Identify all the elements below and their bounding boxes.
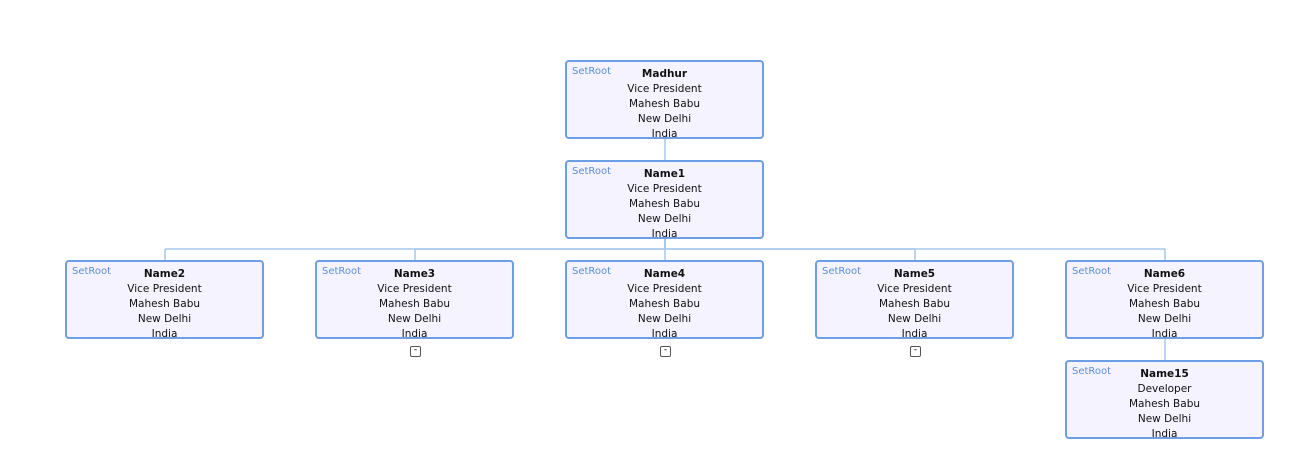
setroot-link[interactable]: SetRoot: [572, 166, 612, 177]
node-manager: Mahesh Babu: [128, 298, 201, 310]
node-country: India: [651, 228, 678, 240]
node-manager: Mahesh Babu: [628, 298, 701, 310]
node-name: Name2: [143, 268, 186, 280]
collapse-toggle-button[interactable]: -: [410, 346, 421, 357]
node-name: Name15: [1140, 368, 1189, 380]
setroot-link[interactable]: SetRoot: [322, 266, 362, 277]
node-country: India: [901, 328, 928, 340]
node-country: India: [1151, 428, 1178, 440]
node-city: New Delhi: [1137, 313, 1192, 325]
node-city: New Delhi: [637, 213, 692, 225]
node-country: India: [151, 328, 178, 340]
node-name: Name1: [643, 168, 686, 180]
node-title: Vice President: [627, 283, 702, 295]
setroot-link[interactable]: SetRoot: [1072, 366, 1112, 377]
setroot-link[interactable]: SetRoot: [572, 66, 612, 77]
collapse-toggle-button[interactable]: -: [660, 346, 671, 357]
node-country: India: [401, 328, 428, 340]
node-city: New Delhi: [137, 313, 192, 325]
setroot-link[interactable]: SetRoot: [822, 266, 862, 277]
node-city: New Delhi: [1137, 413, 1192, 425]
node-country: India: [1151, 328, 1178, 340]
node-title: Vice President: [877, 283, 952, 295]
node-name: Madhur: [641, 68, 688, 80]
setroot-link[interactable]: SetRoot: [1072, 266, 1112, 277]
node-country: India: [651, 128, 678, 140]
node-manager: Mahesh Babu: [878, 298, 951, 310]
node-city: New Delhi: [637, 313, 692, 325]
node-title: Vice President: [1127, 283, 1202, 295]
node-title: Developer: [1137, 383, 1192, 395]
node-name: Name5: [893, 268, 936, 280]
node-name: Name3: [393, 268, 436, 280]
node-manager: Mahesh Babu: [628, 198, 701, 210]
node-city: New Delhi: [387, 313, 442, 325]
node-title: Vice President: [127, 283, 202, 295]
node-city: New Delhi: [637, 113, 692, 125]
node-name: Name4: [643, 268, 686, 280]
node-city: New Delhi: [887, 313, 942, 325]
setroot-link[interactable]: SetRoot: [72, 266, 112, 277]
node-name: Name6: [1143, 268, 1186, 280]
node-manager: Mahesh Babu: [1128, 298, 1201, 310]
node-title: Vice President: [377, 283, 452, 295]
node-manager: Mahesh Babu: [628, 98, 701, 110]
setroot-link[interactable]: SetRoot: [572, 266, 612, 277]
node-manager: Mahesh Babu: [378, 298, 451, 310]
node-title: Vice President: [627, 83, 702, 95]
node-manager: Mahesh Babu: [1128, 398, 1201, 410]
node-country: India: [651, 328, 678, 340]
collapse-toggle-button[interactable]: -: [910, 346, 921, 357]
node-title: Vice President: [627, 183, 702, 195]
